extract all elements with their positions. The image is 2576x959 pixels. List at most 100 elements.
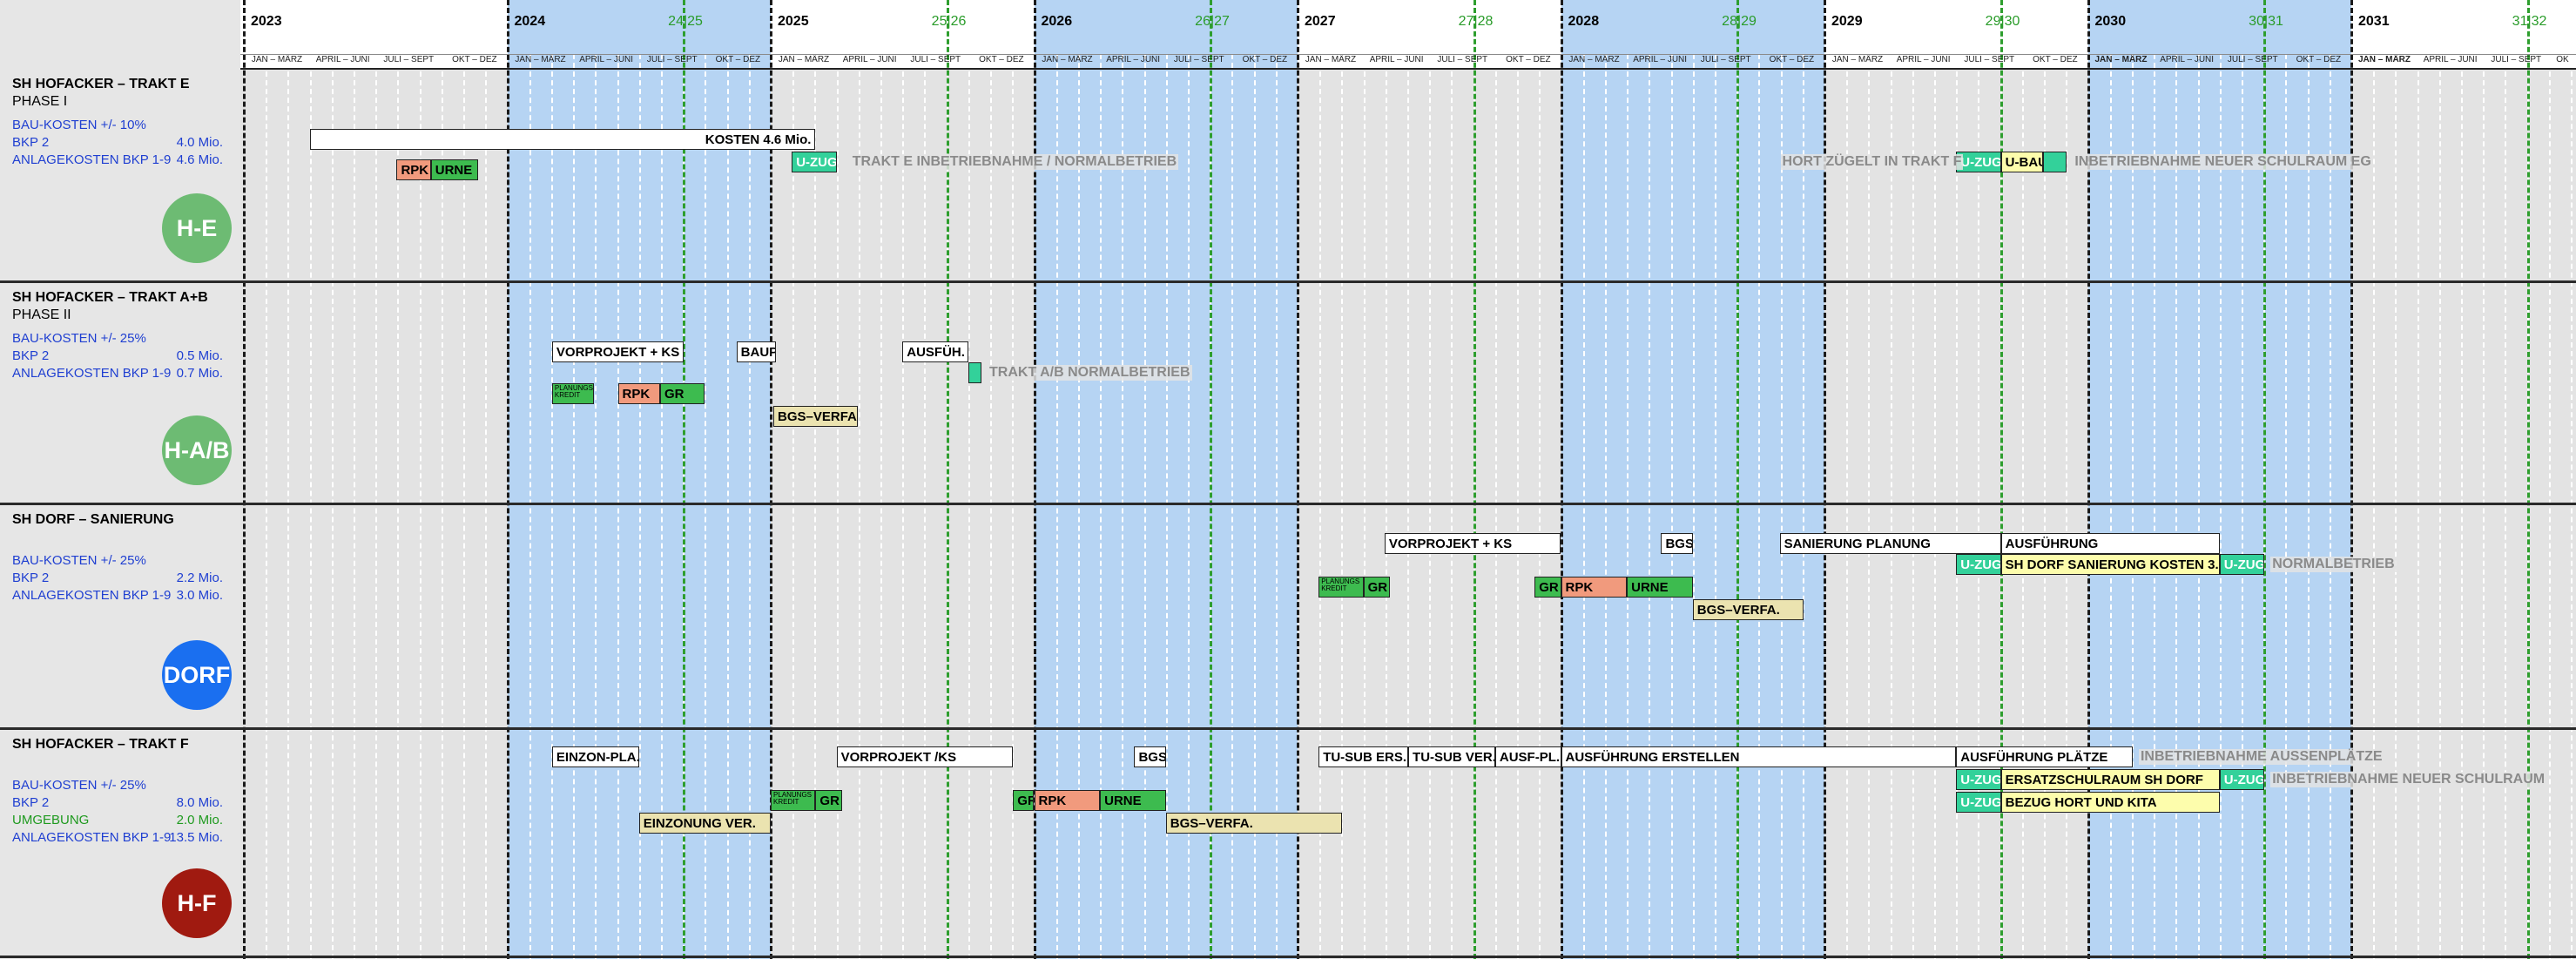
gantt-bar[interactable]: VORPROJEKT + KS <box>1384 533 1561 554</box>
gantt-bar[interactable]: PLANUNGS KREDIT <box>1318 577 1364 598</box>
gantt-bar[interactable]: U-ZUG <box>1956 554 2001 575</box>
month-gridline <box>2438 54 2441 959</box>
month-gridline <box>617 54 619 959</box>
year-divider <box>1033 0 1036 959</box>
gantt-bar[interactable]: U-ZUG <box>1956 792 2001 813</box>
gantt-bar[interactable]: TU-SUB VER. <box>1408 746 1495 767</box>
month-gridline <box>858 54 860 959</box>
project-badge-h-ab[interactable]: H-A/B <box>162 415 232 485</box>
gantt-bar[interactable]: GR <box>1363 577 1390 598</box>
gantt-bar[interactable]: ERSATZSCHULRAUM SH DORF <box>2000 769 2220 790</box>
gantt-bar[interactable] <box>968 362 981 383</box>
gantt-bar[interactable]: URNE <box>430 159 479 180</box>
gantt-bar[interactable]: AUSFÜHRUNG ERSTELLEN <box>1561 746 1957 767</box>
gantt-bar[interactable]: BAUP. <box>736 341 777 362</box>
gantt-bar[interactable]: U-ZUG <box>2219 769 2265 790</box>
quarter-label: OKT – DEZ <box>1506 55 1551 64</box>
gantt-bar[interactable]: BGS–VERFA. <box>1165 813 1343 834</box>
month-gridline <box>550 54 553 959</box>
month-gridline <box>2175 54 2178 959</box>
fiscal-year-label: 30|31 <box>2249 14 2283 29</box>
quarter-label: JAN – MÄRZ <box>1305 55 1357 64</box>
gantt-bar[interactable]: AUSFÜHRUNG PLÄTZE <box>1956 746 2133 767</box>
project-cost-label: ANLAGEKOSTEN BKP 1-9 <box>12 830 172 845</box>
month-gridline <box>726 54 729 959</box>
month-gridline <box>2461 54 2464 959</box>
project-cost-value: 13.5 Mio. <box>169 830 223 845</box>
gantt-bar[interactable]: AUSFÜH. <box>902 341 968 362</box>
gantt-bar[interactable]: URNE <box>1627 577 1693 598</box>
gantt-bar[interactable]: BGS–VERFA. <box>773 406 858 427</box>
gantt-bar[interactable]: GR <box>659 383 705 404</box>
gantt-bar[interactable]: GR <box>1013 790 1035 811</box>
gantt-bar[interactable]: U-BAU <box>2000 152 2044 172</box>
gantt-bar[interactable]: VORPROJEKT /KS <box>836 746 1014 767</box>
gantt-bar[interactable]: PLANUNGS KREDIT <box>771 790 816 811</box>
quarter-label: JAN – MÄRZ <box>778 55 830 64</box>
month-gridline <box>1692 54 1695 959</box>
gantt-bar[interactable]: URNE <box>1100 790 1166 811</box>
gantt-bar[interactable]: TU-SUB ERS. <box>1318 746 1409 767</box>
project-separator <box>0 280 2576 283</box>
month-gridline <box>2131 54 2134 959</box>
quarter-label: OKT – DEZ <box>1242 55 1288 64</box>
project-cost-value: 3.0 Mio. <box>176 588 223 603</box>
gantt-bar[interactable]: BEZUG HORT UND KITA <box>2000 792 2220 813</box>
gantt-bar[interactable]: BGS <box>1661 533 1693 554</box>
gantt-bar[interactable]: SH DORF SANIERUNG KOSTEN 3.0 Mio. <box>2000 554 2220 575</box>
month-gridline <box>309 54 312 959</box>
timeline-note: INBETRIEBNAHME NEUER SCHULRAUM <box>2270 772 2547 787</box>
gantt-bar[interactable]: U-ZUG <box>2219 554 2265 575</box>
project-badge-h-e[interactable]: H-E <box>162 193 232 263</box>
quarter-label: OKT – DEZ <box>979 55 1024 64</box>
gantt-bar[interactable]: EINZONUNG VER. <box>638 813 771 834</box>
gantt-bar[interactable]: PLANUNGS KREDIT <box>551 383 595 404</box>
gantt-bar[interactable]: U-ZUG <box>1956 769 2001 790</box>
timeline-note: HORT ZÜGELT IN TRAKT F <box>1780 154 1964 170</box>
month-gridline <box>705 54 707 959</box>
quarter-label: OKT – DEZ <box>2296 55 2342 64</box>
gantt-bar[interactable]: AUSF-PL. <box>1494 746 1561 767</box>
month-gridline <box>1231 54 1234 959</box>
month-gridline <box>1122 54 1124 959</box>
gantt-bar[interactable]: AUSFÜHRUNG <box>2000 533 2220 554</box>
gantt-bar[interactable]: BGS <box>1134 746 1166 767</box>
gantt-bar[interactable] <box>2043 152 2067 172</box>
year-label: 2028 <box>1568 14 1600 29</box>
quarter-label: JULI – SEPT <box>1173 55 1224 64</box>
project-badge-h-f[interactable]: H-F <box>162 868 232 938</box>
gantt-bar[interactable]: RPK <box>396 159 431 180</box>
gantt-bar[interactable]: GR <box>815 790 842 811</box>
quarter-label: JULI – SEPT <box>1437 55 1488 64</box>
month-gridline <box>2021 54 2024 959</box>
project-badge-dorf[interactable]: DORF <box>162 640 232 710</box>
gantt-bar[interactable]: EINZON-PLA. <box>551 746 639 767</box>
quarter-label: OK <box>2556 55 2569 64</box>
quarter-label: JULI – SEPT <box>1964 55 2015 64</box>
month-gridline <box>1934 54 1937 959</box>
project-cost-value: 2.0 Mio. <box>176 813 223 827</box>
month-gridline <box>924 54 927 959</box>
project-separator <box>0 956 2576 958</box>
timeline-note: INBETRIEBNAHME AUSSENPLÄTZE <box>2138 749 2384 765</box>
gantt-bar[interactable]: GR <box>1534 577 1561 598</box>
quarter-label: APRIL – JUNI <box>1633 55 1688 64</box>
gantt-bar[interactable]: U-ZUG <box>1956 152 2001 172</box>
gantt-bar[interactable]: KOSTEN 4.6 Mio. <box>309 129 816 150</box>
gantt-bar[interactable]: BGS–VERFA. <box>1692 599 1804 620</box>
month-gridline <box>1802 54 1804 959</box>
gantt-bar[interactable]: SANIERUNG PLANUNG <box>1779 533 2001 554</box>
project-cost-label: BKP 2 <box>12 348 50 363</box>
gantt-bar[interactable]: VORPROJEKT + KS <box>551 341 684 362</box>
project-separator <box>0 727 2576 730</box>
quarter-label: JULI – SEPT <box>1700 55 1751 64</box>
gantt-bar[interactable]: RPK <box>1034 790 1101 811</box>
gantt-bar[interactable]: RPK <box>1561 577 1628 598</box>
month-gridline <box>880 54 883 959</box>
gantt-bar[interactable]: RPK <box>617 383 660 404</box>
month-gridline <box>2154 54 2156 959</box>
quarter-label: JAN – MÄRZ <box>2094 55 2148 64</box>
gantt-bar[interactable]: U-ZUG <box>792 152 837 172</box>
quarter-label: JAN – MÄRZ <box>1831 55 1884 64</box>
